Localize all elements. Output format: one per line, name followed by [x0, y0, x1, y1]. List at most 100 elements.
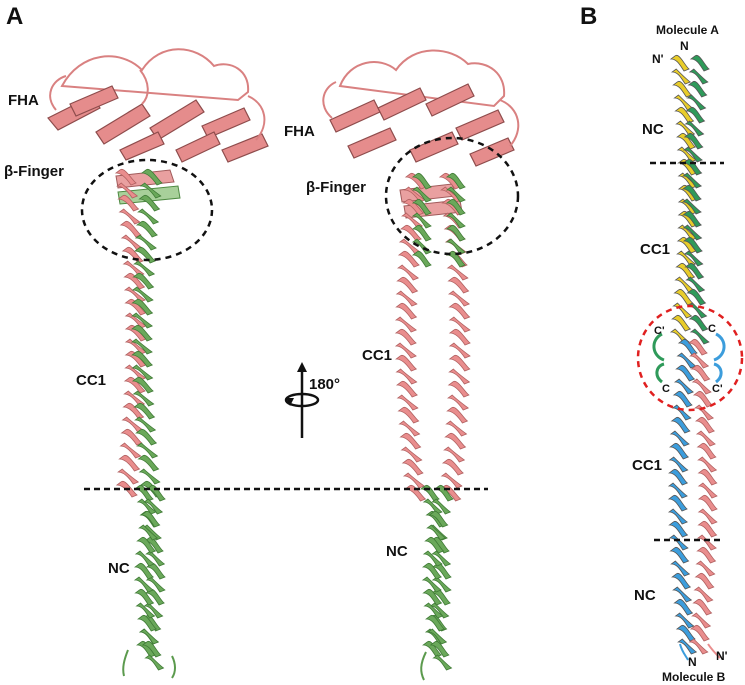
helix-turn [689, 54, 710, 72]
helix-turn [671, 572, 692, 590]
helix-turn [134, 550, 155, 567]
label-molecule-b: Molecule B [662, 670, 726, 684]
helix-turn [394, 328, 417, 346]
label-c-prime-left: C' [654, 325, 665, 337]
helix-turn [669, 54, 690, 72]
label-cc1-left: CC1 [76, 372, 106, 389]
helix-turn [135, 602, 156, 619]
helix-turn [682, 224, 703, 241]
helix-turn [394, 316, 417, 333]
helix-turn [131, 364, 154, 381]
helix-turn [686, 94, 707, 111]
helix-turn [145, 550, 166, 567]
c-terminal-region [652, 332, 726, 384]
helix-turn [692, 390, 713, 408]
helix-turn [144, 588, 165, 606]
helix-turn [137, 454, 160, 472]
label-nc-right: NC [386, 543, 408, 560]
helix-turn [667, 494, 688, 512]
n-terminal-tail-b2 [707, 643, 721, 659]
helix-turn [684, 262, 705, 280]
n-terminal-tail-b1 [679, 643, 689, 661]
helix-turn [443, 446, 466, 463]
label-cc1-right: CC1 [362, 347, 392, 364]
helix-turn [422, 550, 443, 567]
label-nc-top: NC [642, 121, 664, 138]
helix-turn [427, 628, 448, 645]
helix-turn [672, 586, 693, 603]
helix-turn [137, 208, 160, 225]
helix-turn [445, 198, 466, 216]
helix-turn [119, 442, 142, 459]
helix-turn [667, 482, 688, 499]
helix-turn [114, 168, 137, 186]
helix-turn [119, 220, 142, 238]
helix-turn [138, 524, 159, 541]
helix-turn [139, 182, 162, 199]
helix-turn [423, 602, 444, 619]
helix-turn [697, 494, 718, 512]
helix-right-nc-b [421, 484, 454, 671]
helix-turn [130, 324, 153, 342]
helix-turn [118, 454, 141, 472]
helix-turn [133, 562, 154, 580]
label-top-n: N [680, 39, 689, 53]
helix-turn [411, 212, 432, 229]
helix-turn [670, 416, 691, 434]
helix-b-pink [687, 338, 718, 655]
helix-turn [395, 302, 418, 320]
helix-turn [696, 442, 717, 460]
label-rotation: 180° [309, 376, 340, 393]
helix-turn [431, 498, 452, 515]
helix-turn [683, 132, 704, 150]
panel-a-letter: A [6, 3, 23, 30]
helix-turn [446, 264, 469, 281]
helix-turn [138, 194, 161, 212]
helix-turn [445, 212, 466, 229]
helix-turn [694, 416, 715, 434]
helix-turn [398, 420, 421, 437]
helix-turn [689, 328, 710, 345]
helix-turn [695, 430, 716, 447]
helix-turn [693, 586, 714, 603]
helix-turn [133, 576, 154, 593]
helix-turn [689, 352, 710, 369]
helix-turn [429, 640, 450, 658]
helix-turn [424, 536, 445, 554]
helix-turn [137, 614, 158, 632]
helix-turn [686, 288, 707, 306]
helix-turn [130, 312, 153, 329]
helix-turn [132, 272, 155, 290]
beta-finger-highlight-right [384, 136, 520, 256]
label-top-n-prime: N' [652, 52, 664, 66]
helix-turn [428, 510, 449, 528]
helix-turn [396, 264, 419, 281]
helix-turn [674, 612, 695, 629]
helix-turn [691, 612, 712, 629]
helix-turn [421, 562, 442, 580]
helix-turn [395, 290, 418, 307]
helix-turn [133, 402, 156, 420]
helix-turn [448, 328, 471, 346]
helix-turn [688, 314, 709, 332]
panel-a-left-structure [47, 48, 269, 679]
helix-turn [411, 172, 432, 190]
helix-turn [670, 68, 691, 85]
helix-turn [696, 546, 717, 564]
helix-turn [116, 182, 139, 199]
helix-bundle-left [114, 168, 166, 671]
helix-turn [425, 614, 446, 632]
helix-turn [683, 250, 704, 267]
helix-turn [444, 432, 467, 450]
helix-turn [139, 628, 160, 645]
helix-turn [448, 354, 471, 372]
label-finger-right: β-Finger [306, 179, 366, 196]
helix-turn [687, 338, 708, 356]
label-fha-left: FHA [8, 92, 39, 109]
label-cc1-top: CC1 [640, 241, 670, 258]
helix-turn [675, 364, 696, 382]
helix-turn [670, 560, 691, 577]
helix-turn [429, 602, 450, 619]
helix-turn [441, 458, 464, 476]
